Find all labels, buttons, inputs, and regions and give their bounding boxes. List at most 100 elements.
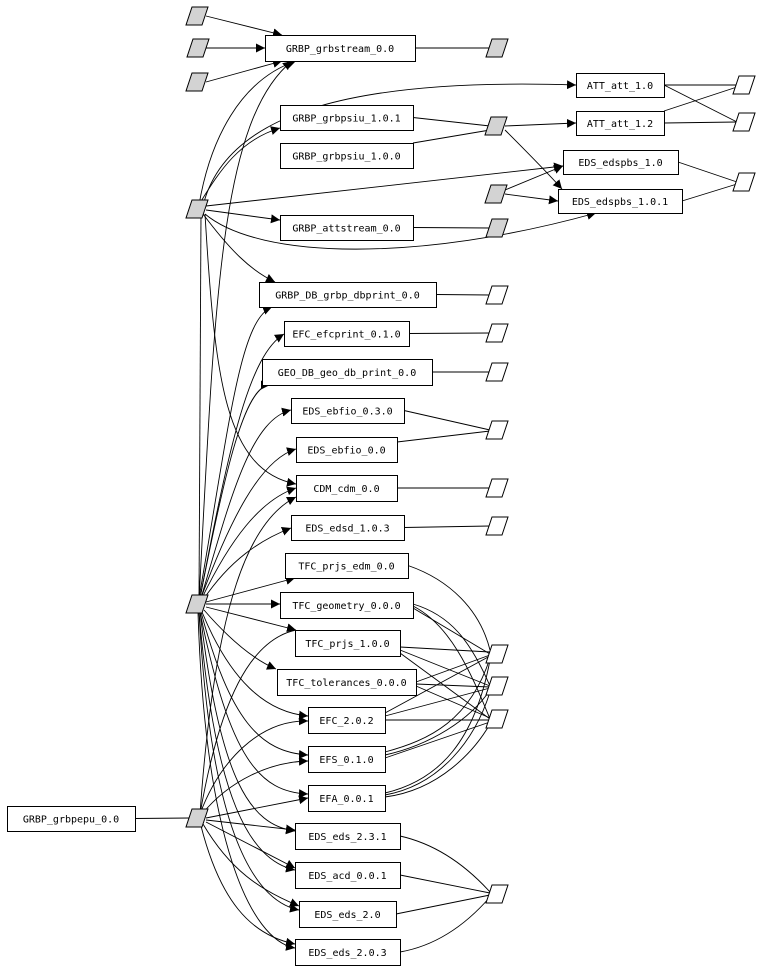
process-label: EDS_acd_0.0.1 <box>308 871 386 882</box>
process-node-efc[interactable]: EFC_2.0.2 <box>308 707 386 734</box>
process-node-edsd[interactable]: EDS_edsd_1.0.3 <box>291 515 405 541</box>
process-box[interactable] <box>308 707 386 734</box>
data-node-efcprint-out[interactable] <box>485 323 509 343</box>
process-label: TFC_prjs_edm_0.0 <box>298 562 394 573</box>
data-node-geoprint-out[interactable] <box>485 362 509 382</box>
process-node-cdm[interactable]: CDM_cdm_0.0 <box>296 475 398 502</box>
process-node-geometry[interactable]: TFC_geometry_0.0.0 <box>280 592 414 619</box>
data-node-in2[interactable] <box>186 38 210 58</box>
process-node-att10[interactable]: ATT_att_1.0 <box>576 73 665 98</box>
edge-edspbs101-out <box>681 183 738 202</box>
edge-eds231-out <box>399 835 491 893</box>
process-label: GRBP_grbpepu_0.0 <box>23 815 119 826</box>
process-node-prjsedm[interactable]: TFC_prjs_edm_0.0 <box>285 553 409 579</box>
process-box[interactable] <box>296 475 398 502</box>
data-node-edsd-out[interactable] <box>485 516 509 536</box>
process-box[interactable] <box>295 823 401 850</box>
edge-hub-att12 <box>504 118 577 128</box>
process-box[interactable] <box>299 901 397 928</box>
process-box[interactable] <box>295 939 401 966</box>
process-box[interactable] <box>291 398 405 424</box>
process-node-efs[interactable]: EFS_0.1.0 <box>308 746 386 773</box>
data-node-in1[interactable] <box>185 6 209 26</box>
edge-efa-out1 <box>384 659 491 794</box>
process-box[interactable] <box>259 282 437 308</box>
process-box[interactable] <box>308 785 386 812</box>
edge-grbpsiu101-hub <box>412 117 491 127</box>
data-node-att-out2[interactable] <box>732 112 756 132</box>
data-node-hubB[interactable] <box>185 594 209 614</box>
data-node-dbprint-out[interactable] <box>485 285 509 305</box>
data-node-in3[interactable] <box>185 72 209 92</box>
edge-hubB-prjs <box>205 606 297 633</box>
process-box[interactable] <box>265 35 416 62</box>
process-box[interactable] <box>280 215 414 241</box>
data-node-hubA[interactable] <box>185 199 209 219</box>
process-node-grbpepu[interactable]: GRBP_grbpepu_0.0 <box>7 806 136 832</box>
data-node-out-grbstream[interactable] <box>485 38 509 58</box>
process-node-grbpsiu101[interactable]: GRBP_grbpsiu_1.0.1 <box>280 105 414 131</box>
process-box[interactable] <box>277 669 417 696</box>
data-node-hubC[interactable] <box>185 808 209 828</box>
process-box[interactable] <box>563 150 679 175</box>
process-box[interactable] <box>280 143 414 169</box>
process-node-eds20[interactable]: EDS_eds_2.0 <box>299 901 397 928</box>
edge-prjsedm-out1 <box>407 565 491 651</box>
process-node-grbstream[interactable]: GRBP_grbstream_0.0 <box>265 35 416 62</box>
process-node-eds231[interactable]: EDS_eds_2.3.1 <box>295 823 401 850</box>
process-box[interactable] <box>284 321 410 347</box>
process-box[interactable] <box>280 592 414 619</box>
edge-hubA-dbprint <box>202 213 276 283</box>
process-node-edspbs101[interactable]: EDS_edspbs_1.0.1 <box>558 189 683 214</box>
process-box[interactable] <box>291 515 405 541</box>
data-node-mid-hub[interactable] <box>484 184 508 204</box>
process-box[interactable] <box>262 359 433 386</box>
data-node-att-out1[interactable] <box>732 75 756 95</box>
edge-hubB-tolerances <box>203 609 277 670</box>
data-node-psiu-hub[interactable] <box>484 116 508 136</box>
process-node-ebfio030[interactable]: EDS_ebfio_0.3.0 <box>291 398 405 424</box>
process-label: GRBP_grbpsiu_1.0.0 <box>292 152 400 163</box>
process-box[interactable] <box>296 437 398 463</box>
process-box[interactable] <box>295 862 401 889</box>
edge-midhub-edspbs10 <box>504 165 564 191</box>
process-node-eds203[interactable]: EDS_eds_2.0.3 <box>295 939 401 966</box>
process-node-tolerances[interactable]: TFC_tolerances_0.0.0 <box>277 669 417 696</box>
process-box[interactable] <box>7 806 136 832</box>
edge-prjs-out2 <box>399 649 491 687</box>
data-node-edspbs-out[interactable] <box>732 172 756 192</box>
process-box[interactable] <box>308 746 386 773</box>
process-box[interactable] <box>576 73 665 98</box>
process-label: GRBP_grbstream_0.0 <box>286 44 394 55</box>
process-node-dbprint[interactable]: GRBP_DB_grbp_dbprint_0.0 <box>259 282 437 308</box>
data-node-tfc-out1[interactable] <box>485 644 509 664</box>
process-node-ebfio00[interactable]: EDS_ebfio_0.0 <box>296 437 398 463</box>
process-node-edspbs10[interactable]: EDS_edspbs_1.0 <box>563 150 679 175</box>
process-node-prjs[interactable]: TFC_prjs_1.0.0 <box>295 630 401 657</box>
data-node-eds-out[interactable] <box>485 884 509 904</box>
process-node-geoprint[interactable]: GEO_DB_geo_db_print_0.0 <box>262 359 433 386</box>
data-node-cdm-out[interactable] <box>485 478 509 498</box>
edge-geometry-out2 <box>412 603 491 687</box>
edge-att10-out2 <box>663 84 738 123</box>
data-nodes-layer <box>185 6 756 904</box>
edge-hubA-cdm <box>204 213 297 487</box>
process-node-efcprint[interactable]: EFC_efcprint_0.1.0 <box>284 321 410 347</box>
data-node-tfc-out2[interactable] <box>485 676 509 696</box>
process-label: EDS_edsd_1.0.3 <box>305 524 389 535</box>
process-node-acd[interactable]: EDS_acd_0.0.1 <box>295 862 401 889</box>
process-node-grbpsiu100[interactable]: GRBP_grbpsiu_1.0.0 <box>280 143 414 169</box>
edge-hubA-edspbs101 <box>204 211 597 250</box>
data-node-tfc-out3[interactable] <box>485 709 509 729</box>
edge-att12-out2 <box>663 121 738 124</box>
process-box[interactable] <box>285 553 409 579</box>
process-box[interactable] <box>295 630 401 657</box>
process-box[interactable] <box>576 111 665 136</box>
process-node-attstream[interactable]: GRBP_attstream_0.0 <box>280 215 414 241</box>
data-node-ebfio-out[interactable] <box>485 420 509 440</box>
process-node-att12[interactable]: ATT_att_1.2 <box>576 111 665 136</box>
process-box[interactable] <box>558 189 683 214</box>
data-node-attstream-out[interactable] <box>485 218 509 238</box>
process-node-efa[interactable]: EFA_0.0.1 <box>308 785 386 812</box>
process-box[interactable] <box>280 105 414 131</box>
